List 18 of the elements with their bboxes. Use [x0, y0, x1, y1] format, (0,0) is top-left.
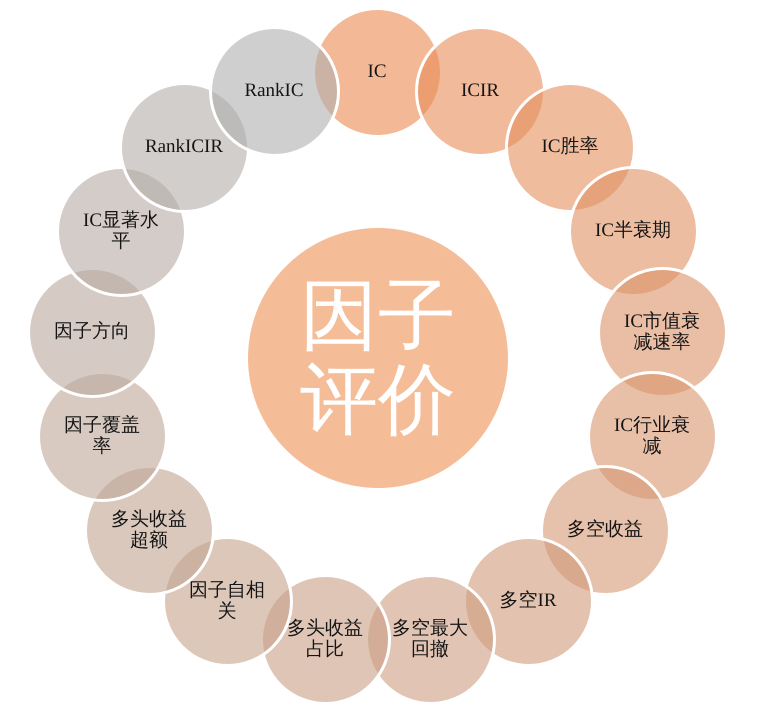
metric-label: 因子自相关	[188, 580, 266, 622]
metric-label: RankICIR	[144, 136, 224, 158]
metric-label: RankIC	[244, 80, 304, 102]
metric-label: 多空最大回撤	[391, 618, 469, 660]
metric-label: IC显著水平	[82, 210, 160, 252]
metric-label: IC行业衰减	[613, 414, 691, 458]
center-label: 因子评价	[299, 274, 457, 442]
metric-label: 多空IR	[500, 590, 556, 612]
metric-label: 多空收益	[567, 519, 643, 541]
metric-label: 多头收益超额	[110, 508, 188, 552]
metric-label: 多头收益占比	[286, 618, 364, 660]
metric-label: IC市值衰减速率	[623, 310, 701, 354]
metric-label: 因子覆盖率	[63, 414, 141, 458]
metric-label: IC	[368, 61, 386, 83]
metric-label: IC胜率	[542, 136, 598, 158]
metric-label: ICIR	[461, 80, 499, 102]
metric-label: 因子方向	[54, 321, 130, 343]
metric-label: IC半衰期	[595, 220, 671, 242]
